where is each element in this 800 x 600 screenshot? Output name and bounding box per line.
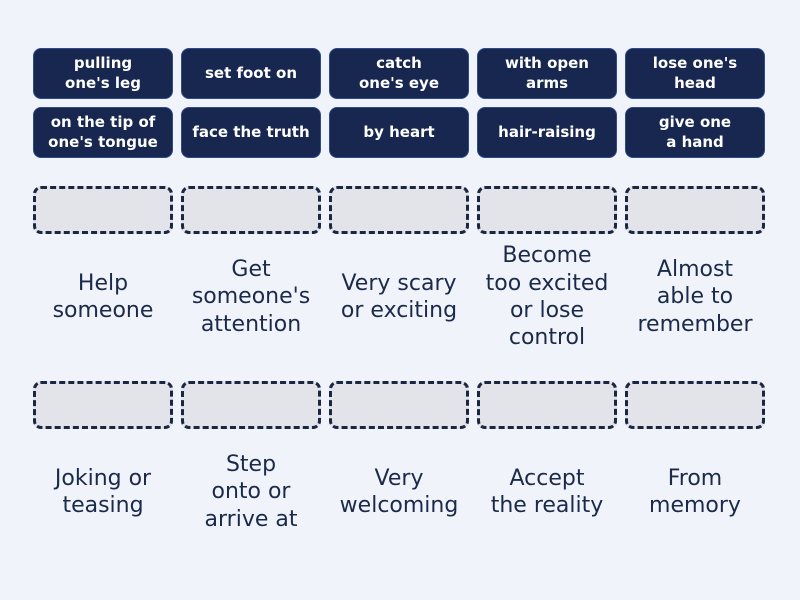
answer-slot-help-someone[interactable]: [33, 186, 173, 234]
answer-slot-joking-or-teasing[interactable]: [33, 381, 173, 429]
tile-lose-ones-head[interactable]: lose one's head: [625, 48, 765, 99]
definition-text: Very scary or exciting: [340, 270, 458, 323]
answer-slot-accept-the-reality[interactable]: [477, 381, 617, 429]
tile-label: by heart: [363, 122, 435, 141]
tile-pulling-ones-leg[interactable]: pulling one's leg: [33, 48, 173, 99]
tile-set-foot-on[interactable]: set foot on: [181, 48, 321, 99]
tile-label: set foot on: [204, 63, 297, 82]
definition-text: Very welcoming: [339, 465, 459, 518]
keyword-tiles-row-1: pulling one's leg set foot on catch one'…: [33, 48, 765, 99]
definition-get-someones-attention: Get someone's attention: [181, 234, 321, 360]
tile-label: on the tip of one's tongue: [48, 113, 158, 151]
definitions-row-2: Joking or teasing Step onto or arrive at…: [33, 429, 765, 555]
definition-text: Almost able to remember: [637, 257, 753, 337]
definition-become-too-excited: Become too excited or lose control: [477, 234, 617, 360]
definition-from-memory: From memory: [625, 429, 765, 555]
definition-joking-or-teasing: Joking or teasing: [33, 429, 173, 555]
definition-text: Joking or teasing: [54, 465, 152, 518]
definition-text: Step onto or arrive at: [204, 452, 298, 532]
tile-label: give one a hand: [658, 113, 732, 151]
tile-label: face the truth: [192, 122, 310, 141]
tile-hair-raising[interactable]: hair-raising: [477, 107, 617, 158]
definition-help-someone: Help someone: [33, 234, 173, 360]
tile-face-the-truth[interactable]: face the truth: [181, 107, 321, 158]
definition-text: Help someone: [52, 270, 154, 323]
answer-slot-get-someones-attention[interactable]: [181, 186, 321, 234]
answer-slot-almost-able-to-remember[interactable]: [625, 186, 765, 234]
tile-on-the-tip-of-ones-tongue[interactable]: on the tip of one's tongue: [33, 107, 173, 158]
answer-slot-from-memory[interactable]: [625, 381, 765, 429]
tile-catch-ones-eye[interactable]: catch one's eye: [329, 48, 469, 99]
answer-slot-very-scary-or-exciting[interactable]: [329, 186, 469, 234]
definition-text: Become too excited or lose control: [485, 243, 609, 351]
tile-label: pulling one's leg: [65, 54, 141, 92]
answer-slots-row-1: [33, 186, 765, 234]
definition-text: Accept the reality: [490, 465, 604, 518]
answer-slot-become-too-excited[interactable]: [477, 186, 617, 234]
definition-accept-the-reality: Accept the reality: [477, 429, 617, 555]
definition-text: Get someone's attention: [191, 257, 311, 337]
definition-step-onto-or-arrive-at: Step onto or arrive at: [181, 429, 321, 555]
tile-label: catch one's eye: [358, 54, 440, 92]
definitions-row-1: Help someone Get someone's attention Ver…: [33, 234, 765, 360]
answer-slot-step-onto-or-arrive-at[interactable]: [181, 381, 321, 429]
tile-label: lose one's head: [652, 54, 738, 92]
match-up-board: pulling one's leg set foot on catch one'…: [33, 48, 765, 555]
answer-slot-very-welcoming[interactable]: [329, 381, 469, 429]
definition-very-welcoming: Very welcoming: [329, 429, 469, 555]
tile-label: hair-raising: [498, 122, 596, 141]
tile-label: with open arms: [505, 54, 589, 92]
tile-by-heart[interactable]: by heart: [329, 107, 469, 158]
tile-with-open-arms[interactable]: with open arms: [477, 48, 617, 99]
keyword-tiles-row-2: on the tip of one's tongue face the trut…: [33, 107, 765, 158]
definition-very-scary-or-exciting: Very scary or exciting: [329, 234, 469, 360]
definition-almost-able-to-remember: Almost able to remember: [625, 234, 765, 360]
tile-give-one-a-hand[interactable]: give one a hand: [625, 107, 765, 158]
definition-text: From memory: [649, 465, 741, 518]
answer-slots-row-2: [33, 381, 765, 429]
